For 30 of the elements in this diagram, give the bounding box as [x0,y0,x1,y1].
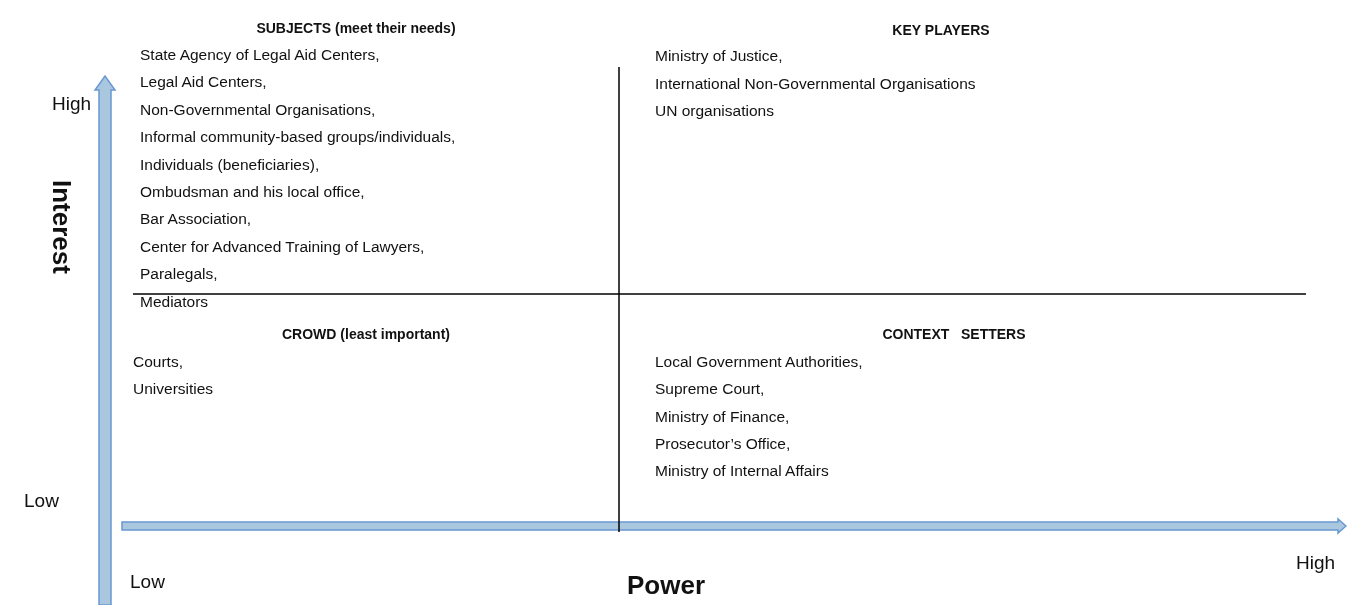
axis-level-label: Low [24,491,59,510]
stakeholder-item: Legal Aid Centers, [140,72,267,93]
stakeholder-item: Non-Governmental Organisations, [140,99,376,120]
stakeholder-item: UN organisations [655,101,774,121]
stakeholder-item: International Non-Governmental Organisations [655,73,976,94]
quadrant-heading: SUBJECTS (meet their needs) [256,19,456,37]
axis-level-label: High [1296,553,1336,572]
axis-title: Interest [49,180,75,274]
quadrant-heading: KEY PLAYERS [892,21,990,39]
axis-title: Power [627,572,706,598]
axis-level-label: Low [130,572,165,591]
stakeholder-item: Center for Advanced Training of Lawyers, [140,236,425,257]
stakeholder-item: Ministry of Justice, [655,46,783,66]
stakeholder-item: Individuals (beneficiaries), [140,154,320,175]
stakeholder-item: Paralegals, [140,264,218,285]
stakeholder-item: Courts, [133,352,183,372]
stakeholder-item: Prosecutor’s Office, [655,433,791,454]
stakeholder-item: Universities [133,379,214,399]
axis-level-label: High [52,94,92,113]
stakeholder-item: Mediators [140,291,209,312]
stakeholder-item: Supreme Court, [655,379,765,400]
stakeholder-item: Ombudsman and his local office, [140,182,365,202]
quadrant-heading: CROWD (least important) [282,325,450,343]
stakeholder-item: Informal community-based groups/individuals, [140,127,456,148]
stakeholder-item: Ministry of Internal Affairs [655,461,829,482]
stakeholder-item: Bar Association, [140,209,252,230]
quadrant-heading: CONTEXT SETTERS [882,325,1026,343]
stakeholder-item: State Agency of Legal Aid Centers, [140,45,380,65]
stakeholder-item: Ministry of Finance, [655,406,790,427]
stakeholder-item: Local Government Authorities, [655,352,863,372]
